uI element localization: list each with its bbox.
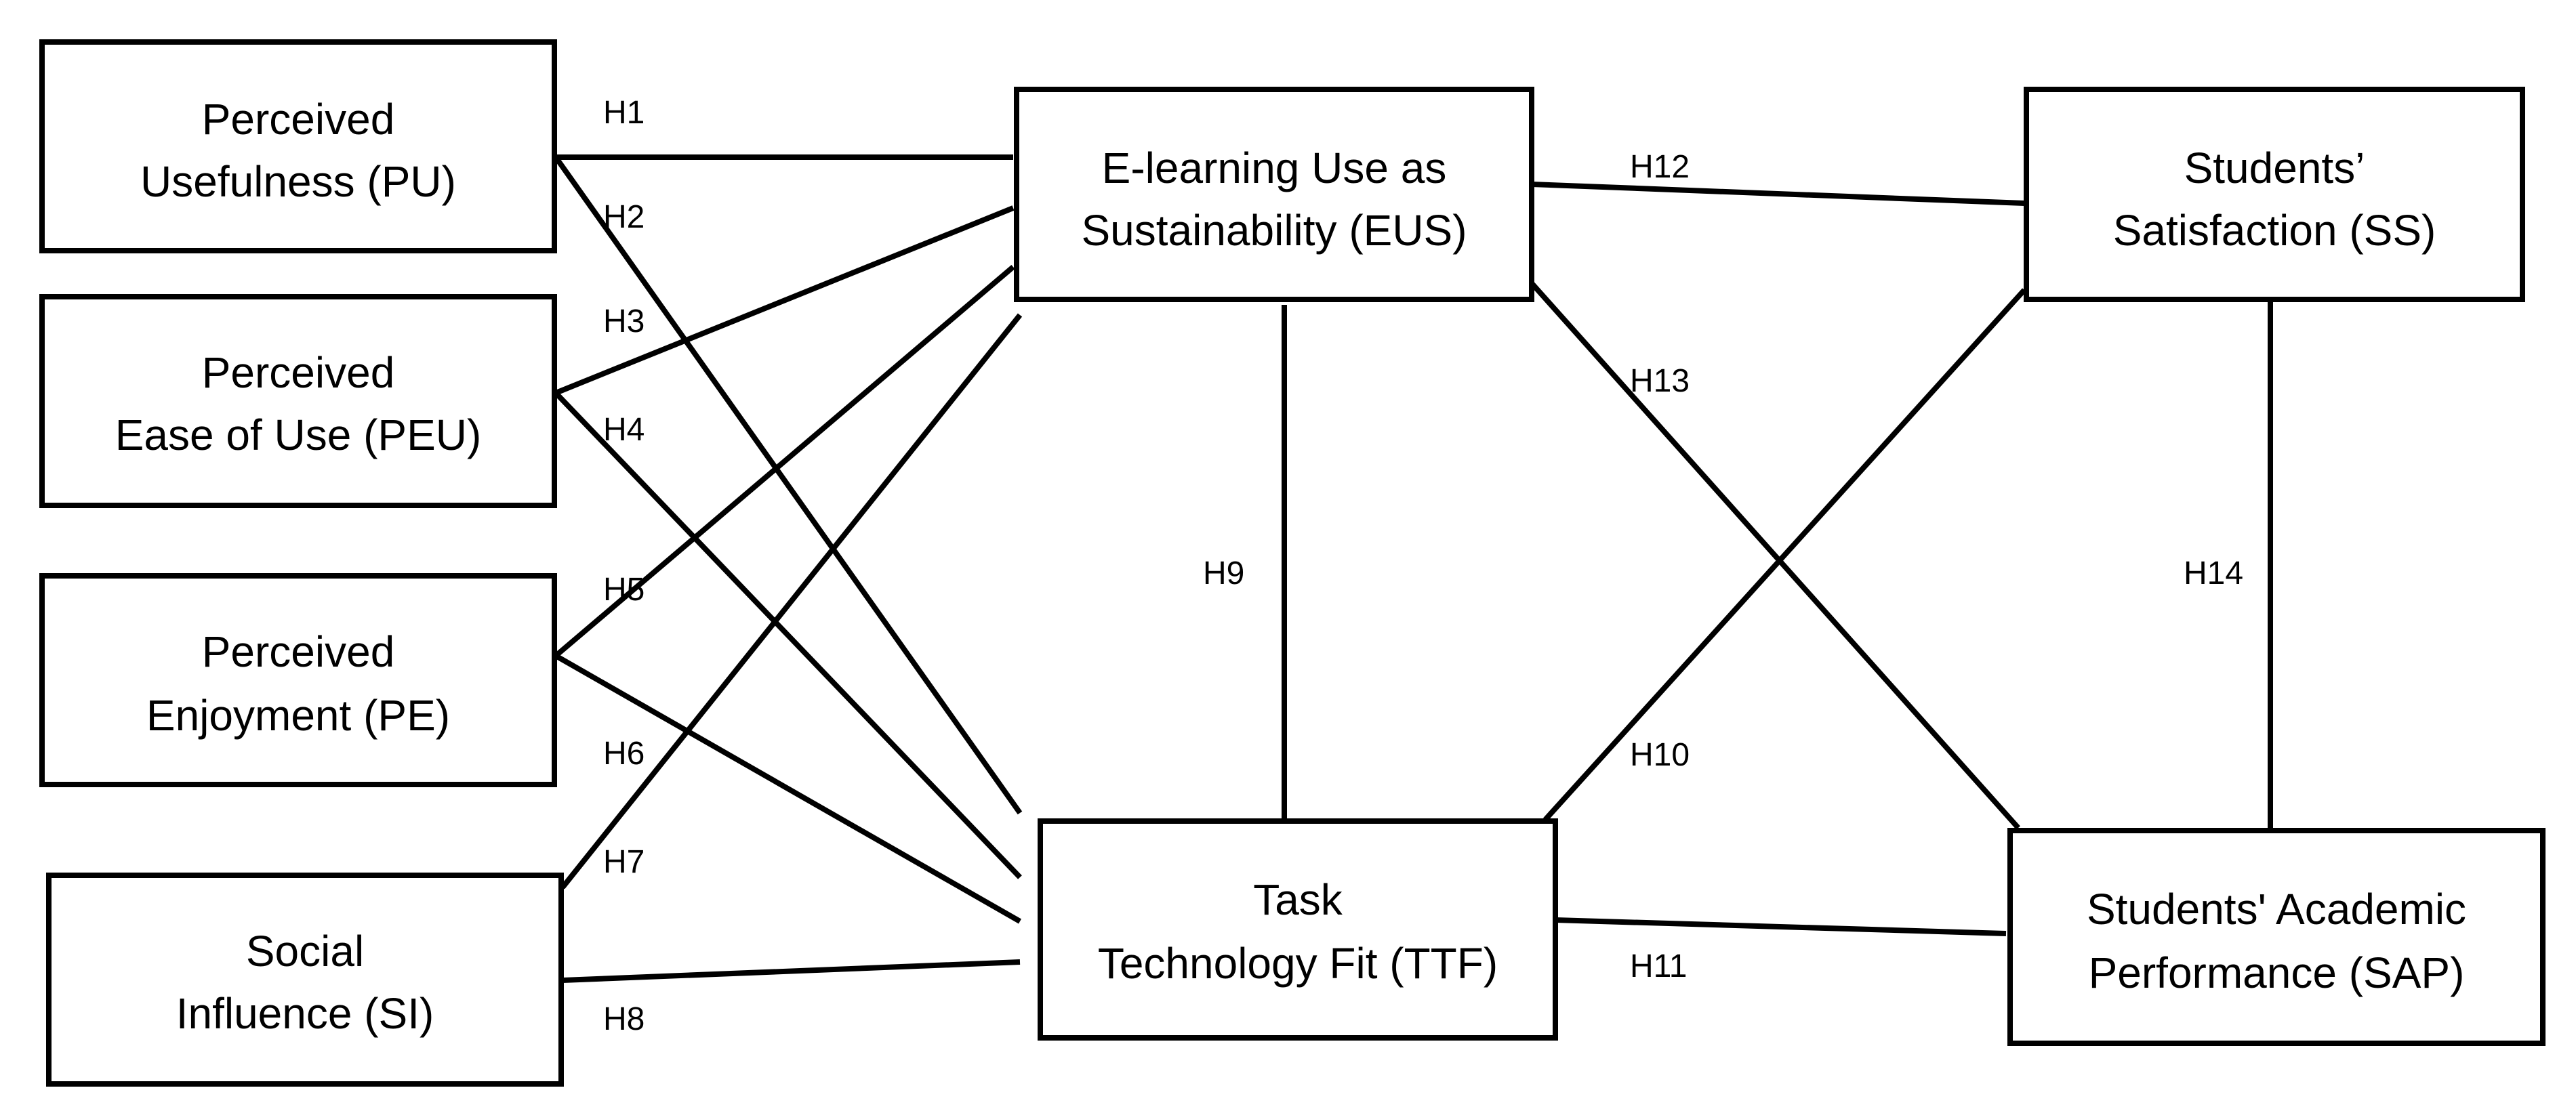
node-sap-line2: Performance (SAP)	[2089, 948, 2465, 997]
node-peu-line1: Perceived	[202, 348, 395, 397]
edge-h13-eus-to-sap	[1530, 281, 2020, 830]
node-si-box	[46, 873, 564, 1087]
node-ss-line1: Students’	[2184, 144, 2365, 192]
label-h2: H2	[603, 199, 645, 235]
node-ttf: Task Technology Fit (TTF)	[1038, 818, 1558, 1041]
label-h14: H14	[2184, 556, 2243, 591]
edge-h4-peu-to-ttf	[554, 391, 1022, 879]
node-ttf-box	[1038, 818, 1558, 1041]
node-si-line1: Social	[246, 927, 364, 976]
node-pe-line2: Enjoyment (PE)	[146, 691, 450, 740]
node-sap-line1: Students' Academic	[2087, 885, 2466, 934]
node-ttf-line1: Task	[1253, 875, 1343, 924]
node-peu-box	[39, 294, 557, 508]
label-h13: H13	[1630, 363, 1690, 399]
edge-h3-peu-to-eus	[554, 205, 1015, 396]
node-pu-box	[39, 39, 557, 253]
node-pe: Perceived Enjoyment (PE)	[39, 573, 557, 787]
edge-h8-si-to-ttf	[562, 959, 1021, 983]
node-eus-line2: Sustainability (EUS)	[1081, 206, 1467, 255]
node-ttf-line2: Technology Fit (TTF)	[1098, 939, 1498, 988]
node-ss: Students’ Satisfaction (SS)	[2024, 87, 2525, 302]
label-h1: H1	[603, 95, 645, 131]
edge-h11-ttf-to-sap	[1555, 917, 2007, 936]
label-h5: H5	[603, 572, 645, 608]
edges	[553, 154, 2273, 983]
edge-h10-ttf-to-ss	[1543, 288, 2026, 822]
label-h4: H4	[603, 412, 645, 448]
node-eus: E-learning Use as Sustainability (EUS)	[1014, 87, 1534, 302]
edge-h2-pu-to-ttf	[553, 155, 1023, 815]
node-peu-line2: Ease of Use (PEU)	[115, 411, 482, 459]
node-pe-box	[39, 573, 557, 787]
label-h6: H6	[603, 736, 645, 772]
label-h11: H11	[1630, 948, 1688, 984]
label-h10: H10	[1630, 737, 1690, 773]
edge-h6-pe-to-ttf	[554, 653, 1021, 924]
label-h3: H3	[603, 304, 645, 339]
edge-h5-pe-to-eus	[554, 264, 1015, 658]
node-pu: Perceived Usefulness (PU)	[39, 39, 557, 253]
node-eus-line1: E-learning Use as	[1102, 144, 1447, 192]
node-sap: Students' Academic Performance (SAP)	[2007, 828, 2546, 1046]
edge-labels: H1 H2 H3 H4 H5 H6 H7 H8 H9 H10 H11 H12 H…	[603, 95, 2243, 1037]
label-h7: H7	[603, 844, 645, 880]
label-h8: H8	[603, 1001, 645, 1037]
node-eus-box	[1014, 87, 1534, 302]
node-pu-line1: Perceived	[202, 95, 395, 144]
node-ss-line2: Satisfaction (SS)	[2113, 206, 2436, 255]
node-sap-box	[2007, 828, 2546, 1046]
edge-h7-si-to-eus	[560, 313, 1023, 890]
node-si: Social Influence (SI)	[46, 873, 564, 1087]
node-pu-line2: Usefulness (PU)	[140, 157, 456, 206]
node-si-line2: Influence (SI)	[176, 989, 434, 1038]
node-pe-line1: Perceived	[202, 627, 395, 676]
edge-h12-eus-to-ss	[1531, 182, 2025, 206]
node-peu: Perceived Ease of Use (PEU)	[39, 294, 557, 508]
label-h12: H12	[1630, 149, 1690, 185]
label-h9: H9	[1203, 556, 1244, 591]
node-ss-box	[2024, 87, 2525, 302]
